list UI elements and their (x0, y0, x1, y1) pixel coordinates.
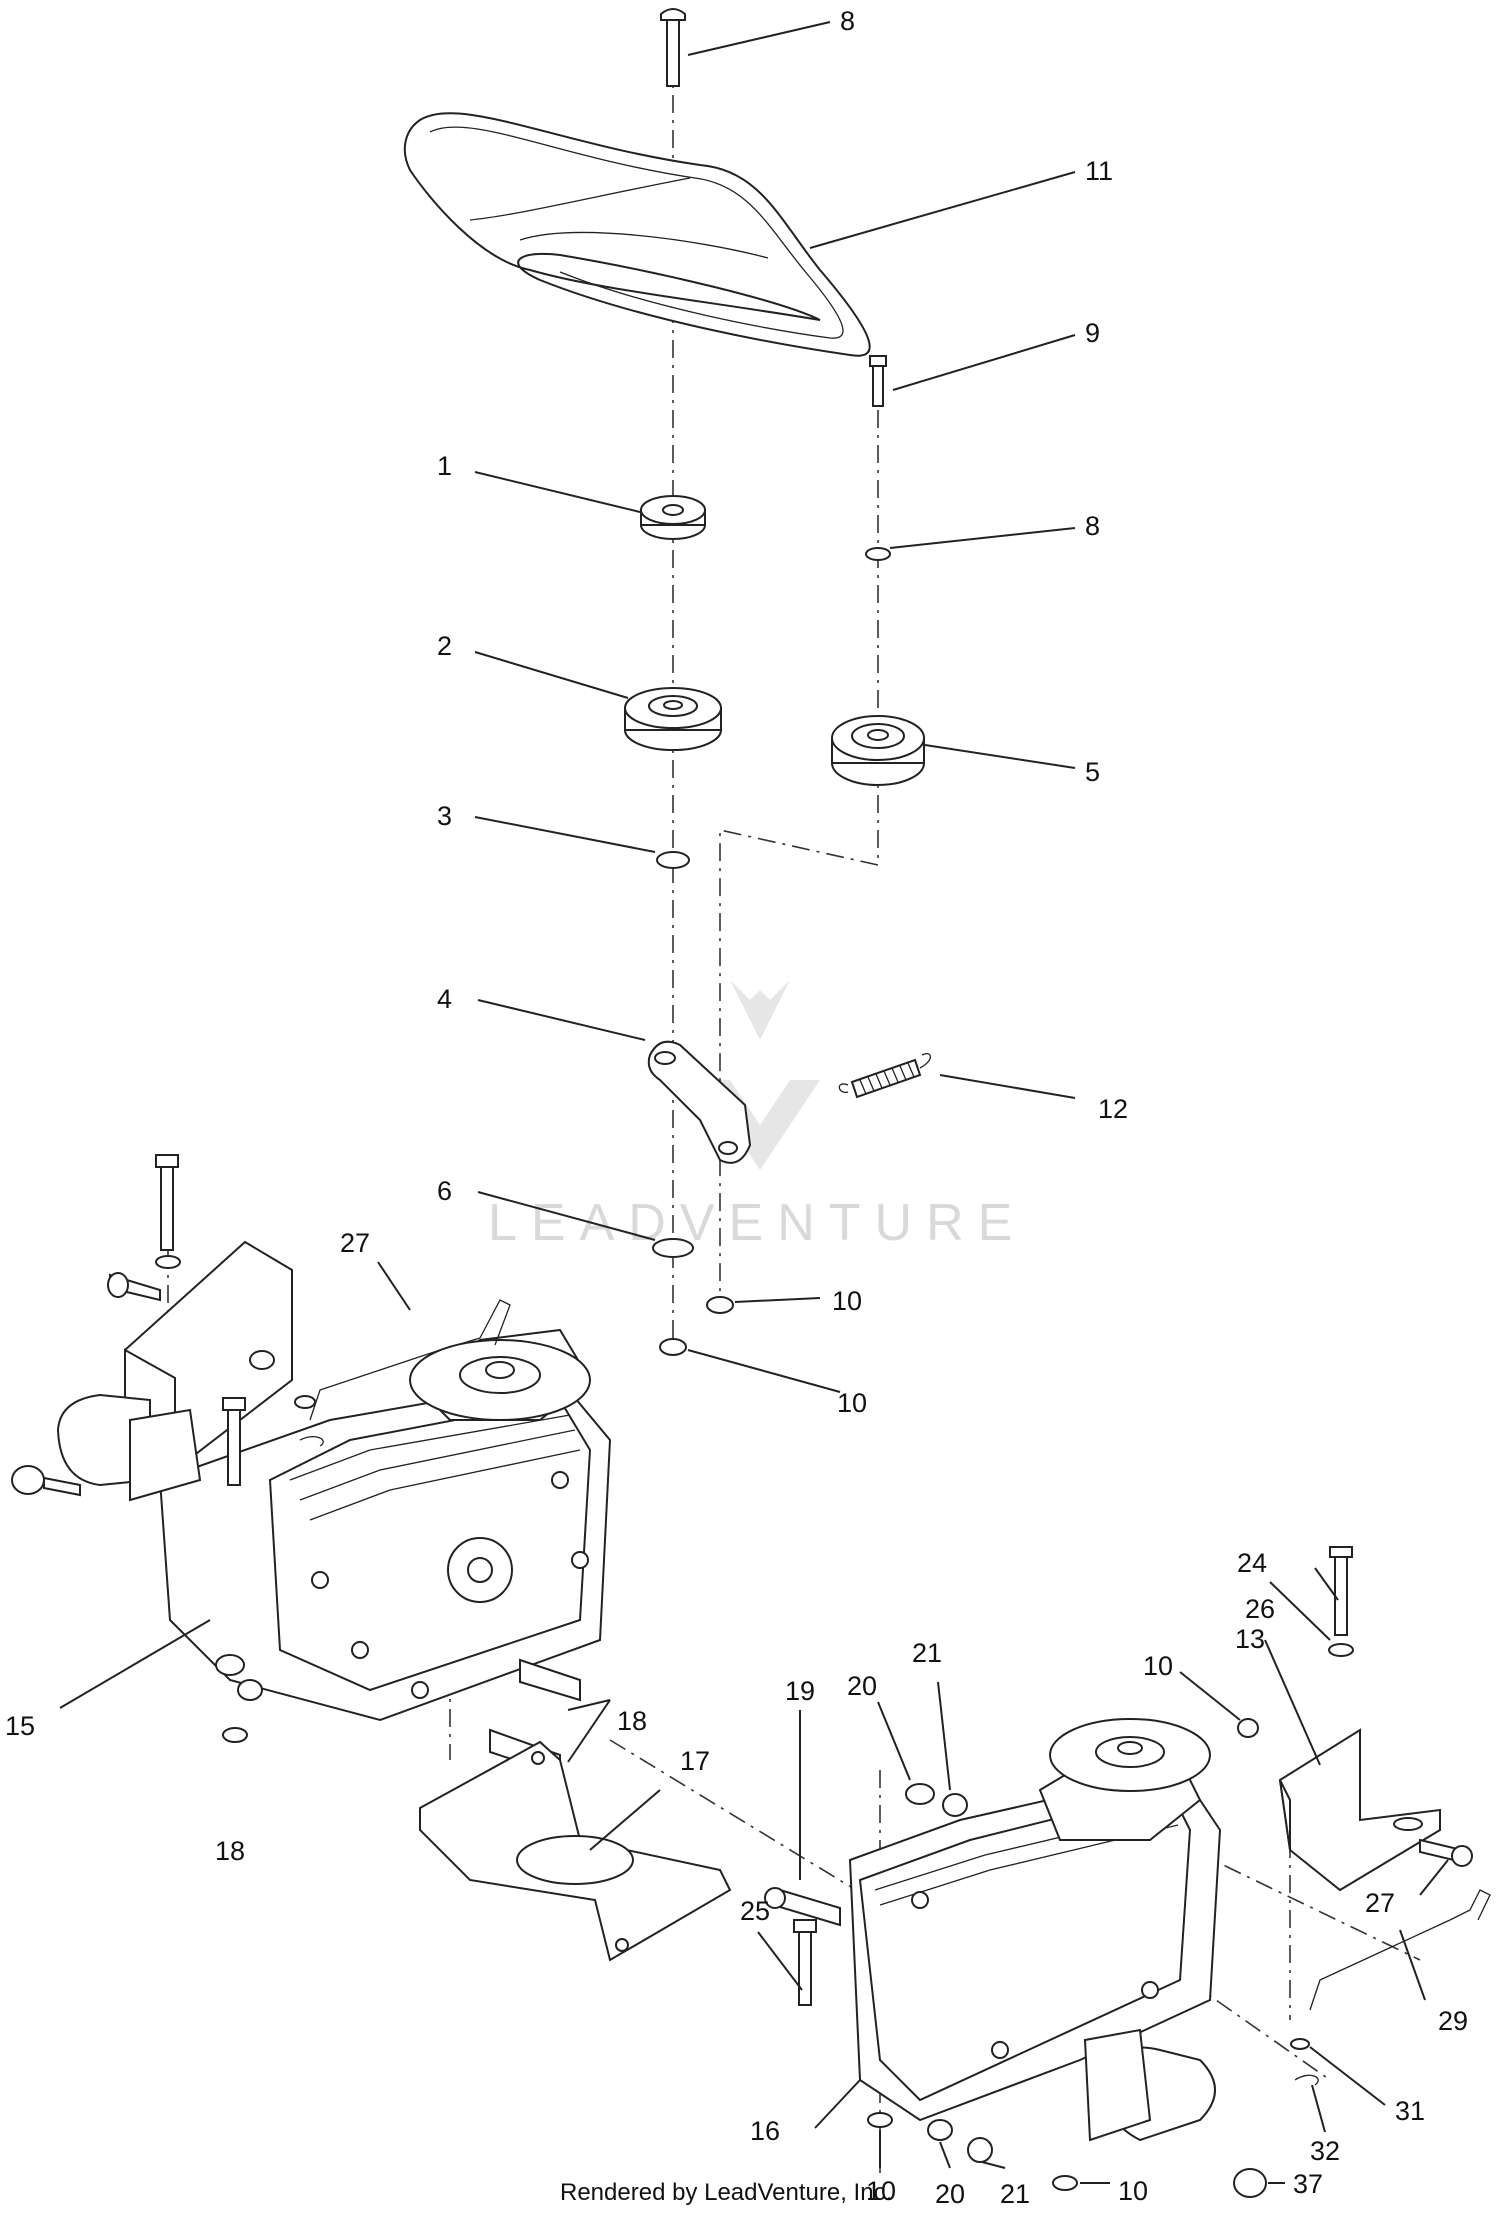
callout-2: 2 (437, 631, 452, 661)
watermark: LEADVENTURE (488, 980, 1026, 1252)
callout-12: 12 (1098, 1094, 1128, 1124)
callout-10-b: 10 (837, 1388, 867, 1418)
bolt-7 (660, 8, 686, 87)
callout-8: 8 (1085, 511, 1100, 541)
callout-21-b: 21 (1000, 2179, 1030, 2209)
mount-plate-17 (419, 1740, 732, 1962)
callout-10-c: 10 (1143, 1651, 1173, 1681)
pulley-5 (831, 715, 925, 786)
callout-19: 19 (785, 1676, 815, 1706)
spring-12 (838, 1053, 932, 1099)
idler-arm-4 (647, 1040, 752, 1164)
callout-30: 27 (340, 1228, 370, 1258)
center-lines (167, 60, 1421, 2180)
callout-5: 5 (1085, 757, 1100, 787)
belt-11 (403, 112, 871, 357)
leader-lines (59, 21, 1449, 2184)
callouts: 8 11 9 1 8 2 5 3 4 12 6 10 10 27 15 18 1… (5, 6, 1468, 2209)
callout-37: 37 (1293, 2169, 1323, 2199)
pulley-2 (624, 687, 722, 751)
transaxle-left-16 (11, 1299, 612, 1777)
washer-8 (865, 547, 891, 561)
rod-29 (1290, 1889, 1491, 2086)
callout-24: 24 (1237, 1548, 1267, 1578)
callout-27: 27 (1365, 1888, 1395, 1918)
callout-9: 9 (1085, 318, 1100, 348)
footer-credit: Rendered by LeadVenture, Inc. (560, 2179, 892, 2206)
callout-15: 16 (750, 2116, 780, 2146)
callout-17: 17 (680, 1746, 710, 1776)
callout-13: 13 (1235, 1624, 1265, 1654)
callout-18-a: 18 (617, 1706, 647, 1736)
callout-6: 6 (437, 1176, 452, 1206)
bolt-9 (869, 355, 887, 407)
callout-29: 29 (1438, 2006, 1468, 2036)
callout-20-a: 20 (847, 1671, 877, 1701)
transaxle-right-15 (764, 1718, 1267, 2198)
callout-4: 4 (437, 984, 452, 1014)
callout-7: 8 (840, 6, 855, 36)
callout-18-b: 18 (215, 1836, 245, 1866)
washer-6 (652, 1238, 694, 1258)
callout-10-e: 10 (1118, 2176, 1148, 2206)
callout-21-a: 21 (912, 1638, 942, 1668)
nut-10-upper (706, 1296, 734, 1314)
callout-16: 15 (5, 1711, 35, 1741)
callout-31: 31 (1395, 2096, 1425, 2126)
spacer-3 (656, 851, 690, 869)
callout-10-a: 10 (832, 1286, 862, 1316)
pulley-1 (640, 495, 706, 540)
bracket-right-13 (1237, 1546, 1473, 1892)
callout-10-d: 10 (866, 2176, 896, 2206)
callout-26: 26 (1245, 1594, 1275, 1624)
callout-32: 32 (1310, 2136, 1340, 2166)
watermark-text: LEADVENTURE (488, 1194, 1026, 1252)
callout-25: 25 (740, 1896, 770, 1926)
callout-3: 3 (437, 801, 452, 831)
callout-1: 1 (437, 451, 452, 481)
callout-20-b: 20 (935, 2179, 965, 2209)
callout-11: 11 (1085, 156, 1113, 186)
nut-10-lower (659, 1338, 687, 1356)
